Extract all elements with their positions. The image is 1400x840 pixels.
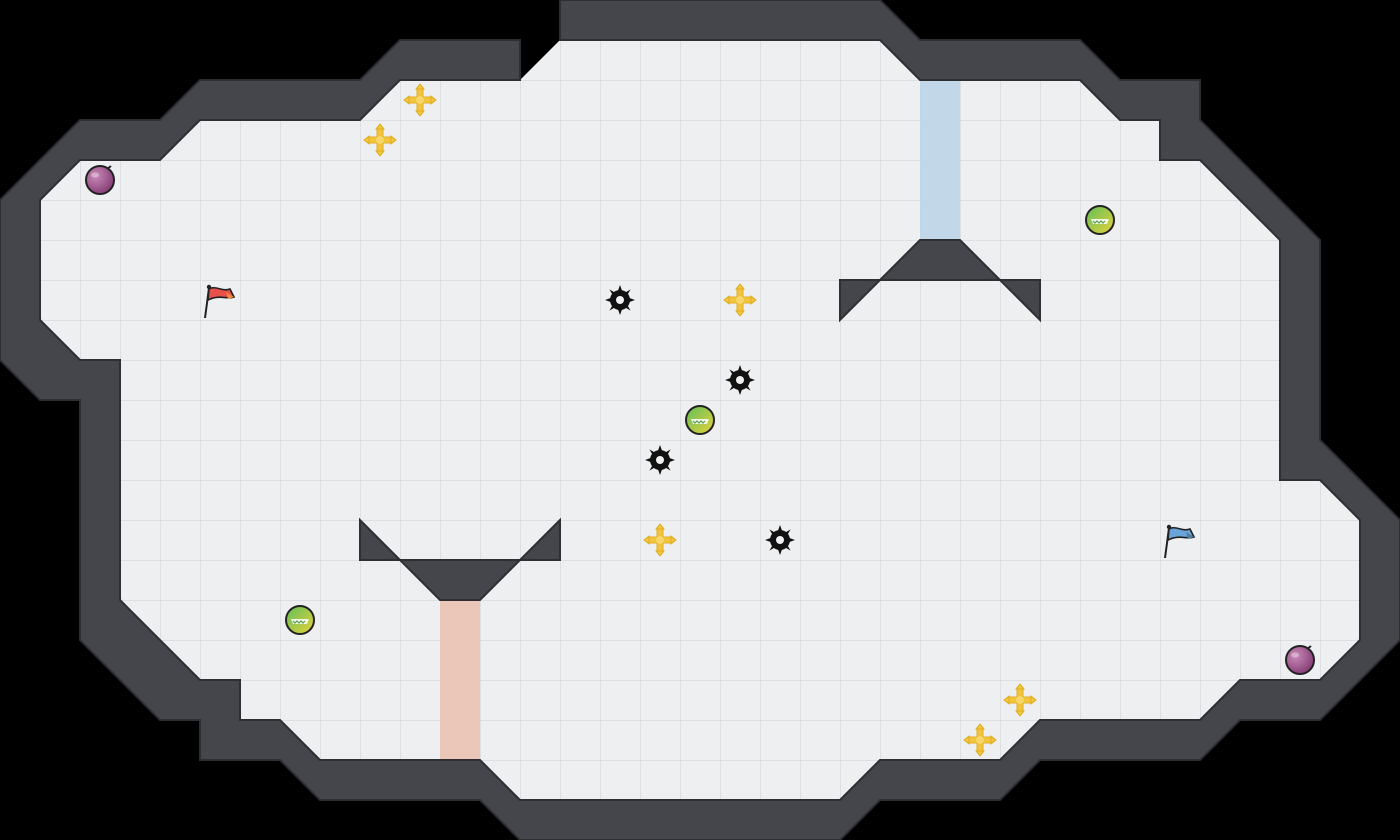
inner-wall-top-left-wedge xyxy=(839,279,883,323)
inner-wall-top-right-wedge xyxy=(997,279,1041,323)
blue-team-zone xyxy=(920,80,960,240)
inner-wall-bottom-left-wedge xyxy=(359,517,403,561)
powerup-icon[interactable] xyxy=(280,600,320,640)
powerup-icon[interactable] xyxy=(680,400,720,440)
blue-flag-icon[interactable] xyxy=(1160,520,1200,560)
spike-icon[interactable] xyxy=(760,520,800,560)
inner-wall-top xyxy=(877,239,1003,281)
inner-wall-bottom-right-wedge xyxy=(517,517,561,561)
red-team-zone xyxy=(440,600,480,760)
boost-icon[interactable] xyxy=(640,520,680,560)
powerup-icon[interactable] xyxy=(1080,200,1120,240)
boost-icon[interactable] xyxy=(360,120,400,160)
inner-wall-bottom xyxy=(397,559,523,601)
boost-icon[interactable] xyxy=(1000,680,1040,720)
spike-icon[interactable] xyxy=(600,280,640,320)
boost-icon[interactable] xyxy=(400,80,440,120)
bomb-icon[interactable] xyxy=(80,160,120,200)
red-flag-icon[interactable] xyxy=(200,280,240,320)
spike-icon[interactable] xyxy=(720,360,760,400)
spike-icon[interactable] xyxy=(640,440,680,480)
boost-icon[interactable] xyxy=(960,720,1000,760)
boost-icon[interactable] xyxy=(720,280,760,320)
bomb-icon[interactable] xyxy=(1280,640,1320,680)
